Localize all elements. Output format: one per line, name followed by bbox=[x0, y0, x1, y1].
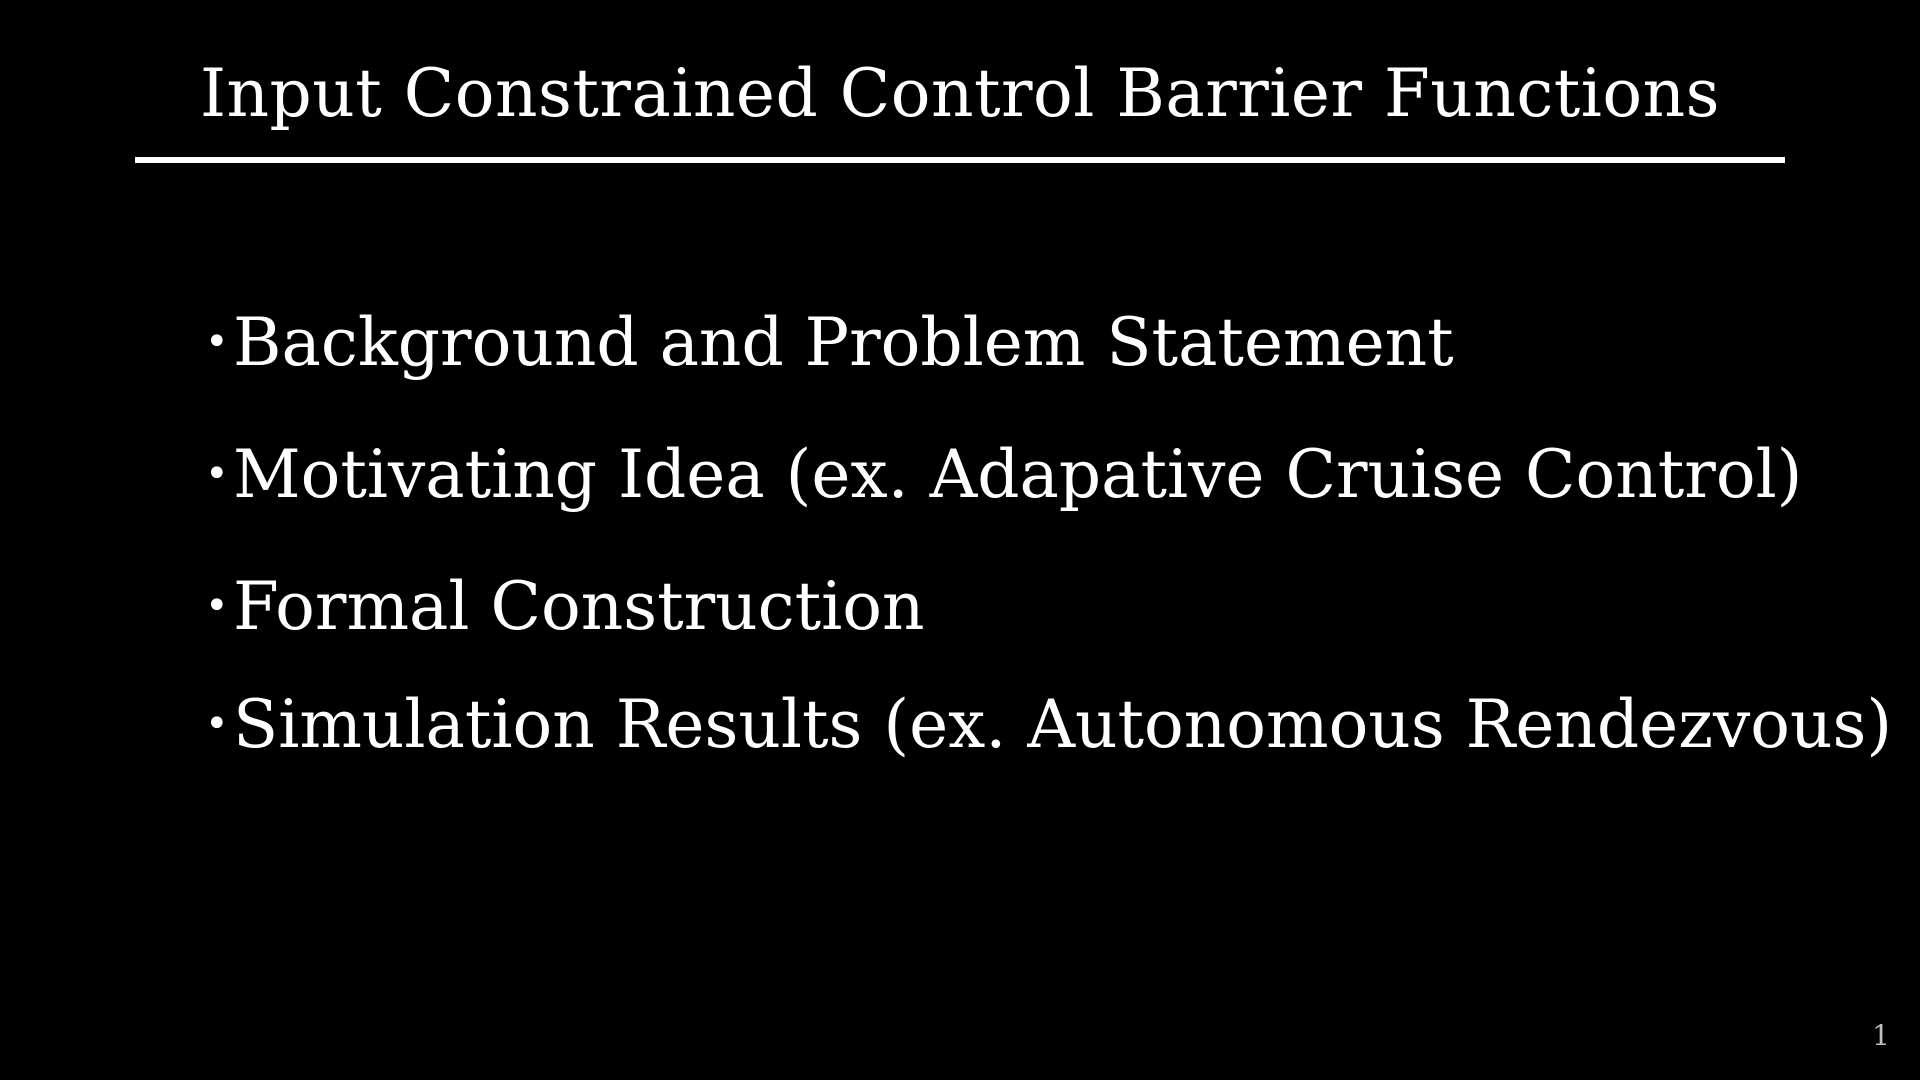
bullet-text: Motivating Idea (ex. Adapative Cruise Co… bbox=[233, 436, 1803, 513]
title-divider bbox=[135, 157, 1785, 163]
bullet-text: Background and Problem Statement bbox=[233, 304, 1454, 381]
page-number: 1 bbox=[1872, 1019, 1890, 1052]
bullet-marker: • bbox=[205, 319, 229, 365]
bullet-text: Simulation Results (ex. Autonomous Rende… bbox=[233, 686, 1893, 763]
bullet-text: Formal Construction bbox=[233, 568, 925, 645]
bullet-item: •Formal Construction bbox=[205, 566, 925, 647]
bullet-marker: • bbox=[205, 701, 229, 747]
bullet-item: •Simulation Results (ex. Autonomous Rend… bbox=[205, 684, 1892, 765]
slide-title: Input Constrained Control Barrier Functi… bbox=[199, 55, 1721, 132]
bullet-marker: • bbox=[205, 583, 229, 629]
bullet-item: •Background and Problem Statement bbox=[205, 302, 1454, 383]
bullet-item: •Motivating Idea (ex. Adapative Cruise C… bbox=[205, 434, 1802, 515]
bullet-marker: • bbox=[205, 451, 229, 497]
